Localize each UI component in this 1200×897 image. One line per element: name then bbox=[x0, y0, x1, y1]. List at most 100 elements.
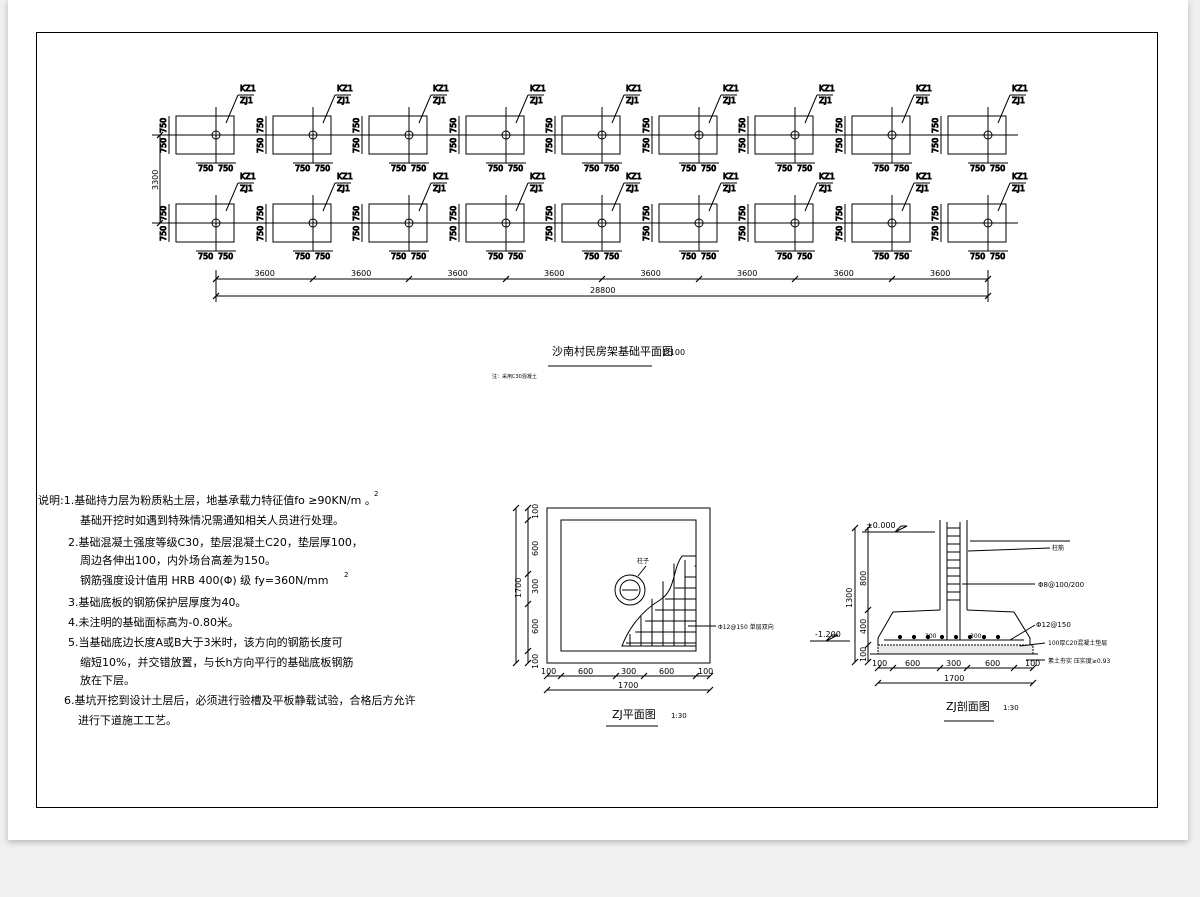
dim-750-left: 750 bbox=[970, 252, 985, 261]
label-stirrup: Φ8@100/200 bbox=[1038, 581, 1084, 589]
dim-750-right: 750 bbox=[894, 164, 909, 173]
column-tag: KZ1 bbox=[916, 172, 932, 181]
plan-scale: 1:100 bbox=[662, 348, 685, 357]
dim-750-upper: 750 bbox=[449, 206, 458, 221]
column-tag: KZ1 bbox=[240, 84, 256, 93]
zj-sec-dim-left: 400 bbox=[859, 619, 868, 634]
dim-750-right: 750 bbox=[604, 164, 619, 173]
zj-section-dimension-ticks bbox=[852, 525, 1036, 686]
dim-750-right: 750 bbox=[508, 164, 523, 173]
zj-sec-dim-left: 800 bbox=[859, 571, 868, 586]
note-line: 放在下层。 bbox=[80, 673, 135, 687]
note-line: 4.未注明的基础面标高为-0.80米。 bbox=[68, 615, 239, 629]
zj-sec-dim-bottom: 100 bbox=[1025, 659, 1040, 668]
dim-750-left: 750 bbox=[198, 252, 213, 261]
footing-outline bbox=[466, 116, 524, 154]
dim-750-right: 750 bbox=[315, 164, 330, 173]
tag-leader bbox=[226, 95, 238, 123]
dim-750-lower: 750 bbox=[352, 226, 361, 241]
column-tag: KZ1 bbox=[530, 84, 546, 93]
footing-section bbox=[878, 610, 1030, 645]
bay-dim-label: 3600 bbox=[544, 269, 564, 278]
note-line: 6.基坑开挖到设计土层后，必须进行验槽及平板静载试验，合格后方允许 bbox=[64, 693, 416, 707]
total-dim-label: 28800 bbox=[590, 286, 615, 295]
dim-750-lower: 750 bbox=[352, 138, 361, 153]
dim-750-upper: 750 bbox=[642, 206, 651, 221]
dim-tick bbox=[641, 673, 647, 679]
zj-plan-dim-left: 100 bbox=[531, 504, 540, 519]
dim-tick bbox=[513, 660, 519, 666]
column-tag: KZ1 bbox=[530, 172, 546, 181]
bay-dim-label: 3600 bbox=[641, 269, 661, 278]
dim-750-lower: 750 bbox=[738, 226, 747, 241]
dim-750-upper: 750 bbox=[159, 118, 168, 133]
dim-750-upper: 750 bbox=[256, 206, 265, 221]
footing-outline bbox=[852, 204, 910, 242]
dim-750-upper: 750 bbox=[545, 118, 554, 133]
dim-750-right: 750 bbox=[797, 252, 812, 261]
dim-750-left: 750 bbox=[584, 252, 599, 261]
footing-outline bbox=[176, 116, 234, 154]
tag-leader bbox=[419, 183, 431, 211]
drawing-frame bbox=[36, 32, 1158, 808]
dim-750-left: 750 bbox=[295, 164, 310, 173]
column-mark bbox=[212, 131, 220, 139]
tag-leader bbox=[805, 183, 817, 211]
column-mark bbox=[502, 219, 510, 227]
column-mark bbox=[791, 219, 799, 227]
zj-sec-dim-bottom: 100 bbox=[872, 659, 887, 668]
dim-750-right: 750 bbox=[508, 252, 523, 261]
tag-leader bbox=[612, 183, 624, 211]
bay-dim-tick bbox=[406, 276, 412, 282]
footing-outline bbox=[659, 204, 717, 242]
note-line: 3.基础底板的钢筋保护层厚度为40。 bbox=[68, 595, 247, 609]
leader-rebar bbox=[1010, 625, 1035, 640]
note-line: 2.基础混凝土强度等级C30，垫层混凝土C20，垫层厚100， bbox=[68, 535, 363, 549]
zj-plan-dim-bottom: 600 bbox=[659, 667, 674, 676]
dim-750-upper: 750 bbox=[931, 206, 940, 221]
dim-750-left: 750 bbox=[584, 164, 599, 173]
dim-750-left: 750 bbox=[488, 164, 503, 173]
dim-750-lower: 750 bbox=[159, 226, 168, 241]
dim-tick bbox=[1011, 665, 1017, 671]
notes-superscript-2: 2 bbox=[344, 571, 348, 579]
tag-leader bbox=[226, 183, 238, 211]
column-tag: KZ1 bbox=[916, 84, 932, 93]
zj-plan-total-bottom: 1700 bbox=[618, 681, 638, 690]
dim-750-left: 750 bbox=[295, 252, 310, 261]
zj-plan-dim-bottom: 100 bbox=[698, 667, 713, 676]
column-tag: KZ1 bbox=[1012, 84, 1028, 93]
footing-tag: ZJ1 bbox=[433, 184, 446, 193]
dim-tick bbox=[513, 505, 519, 511]
column-tag: KZ1 bbox=[433, 172, 449, 181]
dim-750-left: 750 bbox=[874, 252, 889, 261]
dim-750-upper: 750 bbox=[738, 206, 747, 221]
dim-750-lower: 750 bbox=[256, 138, 265, 153]
footing-outline bbox=[176, 204, 234, 242]
dim-tick bbox=[525, 517, 531, 523]
zj-plan-title: ZJ平面图 bbox=[612, 708, 656, 721]
column-tag: KZ1 bbox=[723, 84, 739, 93]
footing-tag: ZJ1 bbox=[1012, 184, 1025, 193]
dim-750-lower: 750 bbox=[835, 226, 844, 241]
dim-750-right: 750 bbox=[894, 252, 909, 261]
dim-tick bbox=[964, 665, 970, 671]
zj-section-view bbox=[810, 520, 1070, 721]
column-tag: KZ1 bbox=[433, 84, 449, 93]
rebar-mesh bbox=[626, 560, 696, 646]
dim-tick bbox=[852, 659, 858, 665]
note-line: 周边各伸出100，内外场台高差为150。 bbox=[80, 553, 276, 567]
footing-tag: ZJ1 bbox=[240, 184, 253, 193]
dim-750-upper: 750 bbox=[159, 206, 168, 221]
general-notes: 说明:1.基础持力层为粉质粘土层，地基承载力特征值fo ≥90KN/m 。基础开… bbox=[38, 493, 416, 727]
dim-750-right: 750 bbox=[701, 252, 716, 261]
dim-tick bbox=[875, 680, 881, 686]
footing-outline bbox=[562, 116, 620, 154]
tag-leader bbox=[612, 95, 624, 123]
